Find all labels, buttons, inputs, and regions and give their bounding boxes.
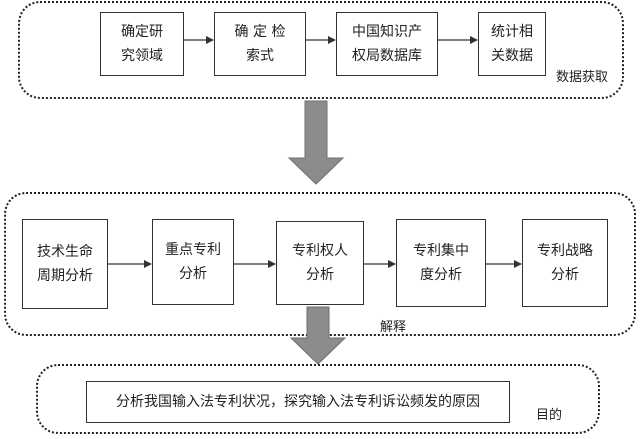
big-down-arrow-2: [289, 306, 347, 365]
group-goal: [36, 364, 600, 434]
box-patent-strategy-analysis: 专利战略 分析: [522, 219, 608, 307]
big-down-arrow-1: [287, 100, 345, 185]
box-patentee-analysis: 专利权人 分析: [276, 221, 364, 305]
box-cnipa-database: 中国知识产 权局数据库: [336, 12, 438, 76]
box-goal-statement: 分析我国输入法专利状况，探究输入法专利诉讼频发的原因: [86, 381, 510, 423]
label-data-acquisition: 数据获取: [556, 70, 609, 85]
group-data-acquisition: [18, 1, 624, 99]
box-define-search-query: 确 定 检 索式: [214, 12, 306, 76]
box-patent-concentration-analysis: 专利集中 度分析: [396, 219, 486, 307]
label-goal: 目的: [536, 408, 563, 423]
label-interpretation: 解释: [380, 320, 407, 335]
box-tech-lifecycle-analysis: 技术生命 周期分析: [22, 219, 108, 309]
box-key-patent-analysis: 重点专利 分析: [152, 219, 234, 305]
box-statistics-data: 统计相 关数据: [478, 12, 546, 76]
box-define-research-field: 确定研 究领域: [100, 12, 184, 76]
